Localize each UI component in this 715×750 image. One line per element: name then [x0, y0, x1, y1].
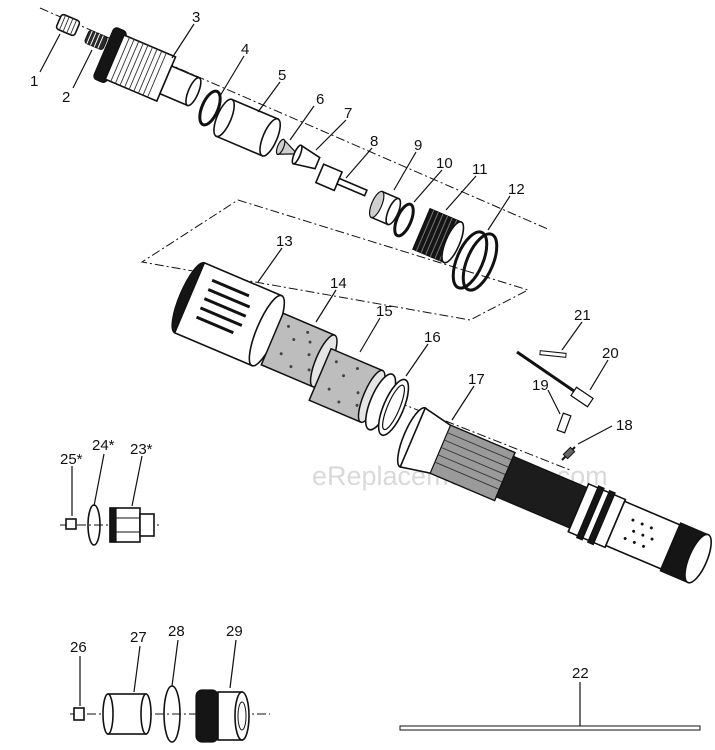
- callout-6: 6: [316, 91, 324, 108]
- callout-26: 26: [70, 639, 87, 656]
- part-25: [65, 518, 77, 530]
- part-8-valve-stem: [314, 163, 368, 197]
- callout-1: 1: [30, 73, 38, 90]
- part-13-vented-cap: [171, 261, 286, 367]
- callout-16: 16: [424, 329, 441, 346]
- callout-3: 3: [192, 9, 200, 26]
- part-10-o-ring: [393, 202, 415, 238]
- part-6-cone: [275, 138, 299, 155]
- callout-24: 24*: [92, 437, 115, 454]
- callout-27: 27: [130, 629, 147, 646]
- part-22-rod: [399, 725, 701, 731]
- part-21-bar: [539, 350, 567, 358]
- callout-20: 20: [602, 345, 619, 362]
- callout-9: 9: [414, 137, 422, 154]
- callout-13: 13: [276, 233, 293, 250]
- callout-2: 2: [62, 89, 70, 106]
- part-27: [102, 693, 152, 735]
- part-20-lever: [516, 350, 594, 408]
- part-2-spring: [84, 30, 108, 50]
- callout-12: 12: [508, 181, 525, 198]
- callout-10: 10: [436, 155, 453, 172]
- part-23: [109, 507, 155, 543]
- callout-23: 23*: [130, 441, 153, 458]
- part-11-knurled-ring: [412, 207, 465, 264]
- part-12-o-rings: [451, 230, 499, 292]
- callout-7: 7: [344, 105, 352, 122]
- callout-11: 11: [472, 161, 488, 178]
- callout-28: 28: [168, 623, 185, 640]
- part-26: [73, 707, 85, 721]
- part-19-roller-pin: [556, 412, 572, 434]
- callout-17: 17: [468, 371, 485, 388]
- part-7-valve-seat: [291, 144, 321, 170]
- kit-26-29-group: [70, 685, 270, 743]
- callout-5: 5: [278, 67, 286, 84]
- part-9-bushing: [368, 190, 402, 226]
- leader-lines: [39, 23, 613, 726]
- part-1-plug: [55, 13, 81, 37]
- part-5-sleeve: [213, 98, 282, 157]
- callout-14: 14: [330, 275, 347, 292]
- part-16-retaining-ring: [364, 373, 410, 437]
- part-18-pin: [561, 446, 576, 461]
- part-17-handle-body: [396, 406, 712, 584]
- callout-15: 15: [376, 303, 393, 320]
- callout-19: 19: [532, 377, 549, 394]
- part-3-threaded-housing: [93, 27, 202, 107]
- callout-18: 18: [616, 417, 633, 434]
- callout-22: 22: [572, 665, 589, 682]
- callout-8: 8: [370, 133, 378, 150]
- callout-29: 29: [226, 623, 243, 640]
- part-4-o-ring: [198, 89, 222, 127]
- callout-labels: 1 2 3 4 5 6 7 8 9 10 11 12 13 14 15 16 1…: [30, 9, 633, 682]
- kit-23-25-group: [60, 504, 160, 546]
- part-14-filter: [260, 312, 338, 388]
- callout-25: 25*: [60, 451, 83, 468]
- part-29: [195, 689, 250, 743]
- callout-21: 21: [574, 307, 591, 324]
- callout-4: 4: [241, 41, 249, 58]
